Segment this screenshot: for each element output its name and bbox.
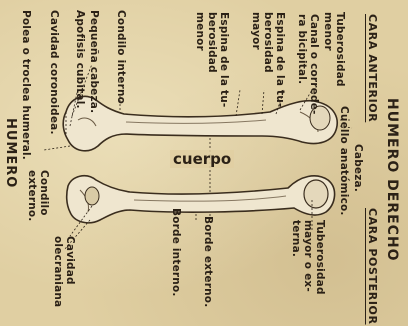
label-tuberosidad-menor: Tuberosidad menor (322, 12, 346, 87)
section-posterior: CARA POSTERIOR (366, 208, 379, 325)
label-borde-interno: Borde interno. (170, 208, 182, 297)
label-borde-externo: Borde externo. (202, 216, 214, 307)
label-cuello: Cuello anatómico. (338, 106, 350, 216)
plate-caption: HUMERO (3, 118, 18, 188)
humerus-posterior-bone (67, 176, 335, 223)
label-condilo-externo: Condilo externo. (26, 170, 50, 222)
label-tuberosidad-mayor: Tuberosidad mayor o ex- terna. (290, 220, 326, 295)
label-cavidad-olecraniana: Cavidad olecraniana (52, 236, 76, 307)
label-apofisis-cubital: Apofisis cubital. (74, 10, 86, 109)
label-canal-bicipital: Canal o correde- ra bicipital. (296, 14, 320, 115)
label-condilo-interno: Condilo interno (115, 10, 127, 104)
plate-title: HUMERO DERECHO (384, 98, 400, 262)
label-espina-mayor: Espina de la tu- berosidad mayor (250, 12, 286, 107)
label-cabeza: Cabeza. (352, 144, 364, 192)
label-cavidad-coronoidea: Cavidad coronoidea. (48, 10, 60, 135)
label-espina-menor: Espina de la tu- berosidad menor (194, 12, 230, 107)
label-cuerpo: cuerpo (170, 150, 234, 168)
label-pequena-cabeza: Pequeña cabeza. (88, 10, 100, 113)
label-polea: Polea o troclea humeral. (20, 10, 32, 160)
section-anterior: CARA ANTERIOR (366, 14, 379, 122)
